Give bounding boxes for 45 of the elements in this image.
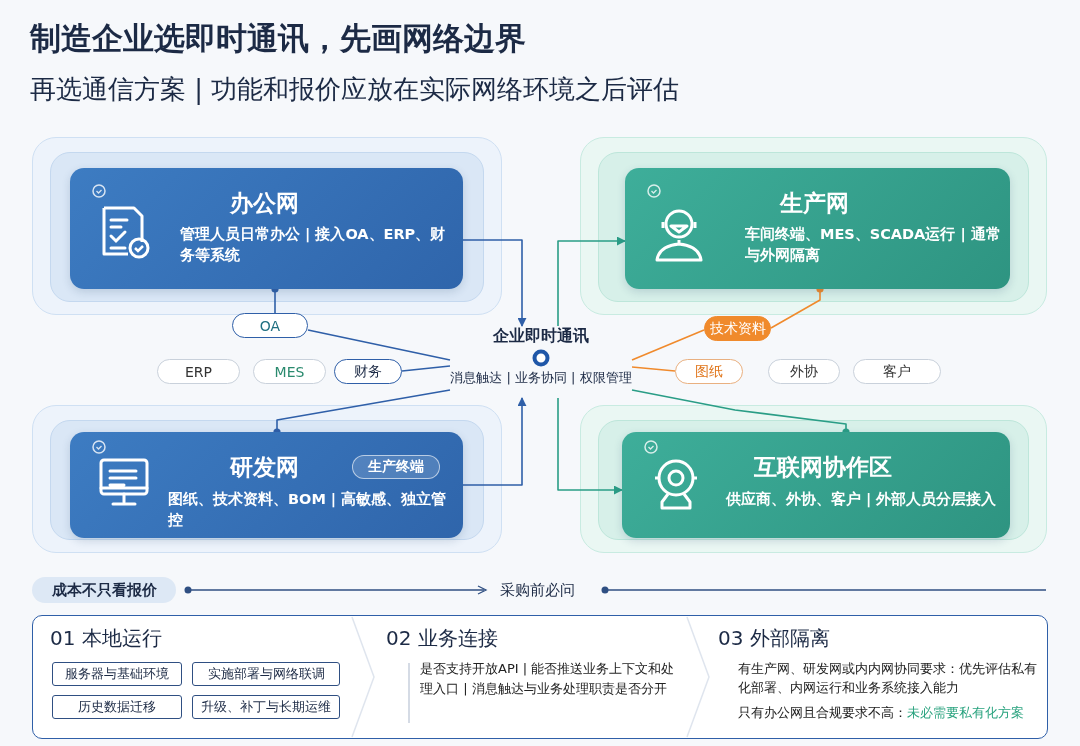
zone-description: 供应商、外协、客户 | 外部人员分层接入	[726, 490, 998, 510]
section-heading: 02 业务连接	[386, 625, 498, 652]
network-zone-card	[622, 432, 1010, 538]
connector-line	[307, 329, 451, 361]
connector-line	[557, 397, 623, 495]
connector-line	[462, 397, 527, 486]
zone-description: 车间终端、MES、SCADA运行 | 通常与外网隔离	[745, 225, 1002, 265]
system-tag: 图纸	[675, 359, 743, 384]
connector-line	[557, 236, 626, 327]
item-tag: 实施部署与网络联调	[192, 662, 340, 686]
zone-title: 研发网	[230, 453, 299, 482]
title: 制造企业选即时通讯，先画网络边界	[30, 19, 526, 58]
step-label: 采购前必问	[500, 581, 575, 600]
zone-description: 图纸、技术资料、BOM | 高敏感、独立管控	[168, 490, 448, 530]
system-tag: MES	[253, 359, 326, 384]
hub-subtitle: 消息触达 | 业务协同 | 权限管理	[450, 369, 632, 387]
system-tag: 客户	[853, 359, 941, 384]
zone-title: 办公网	[230, 189, 299, 218]
section-text: 是否支持开放API | 能否推送业务上下文和处理入口 | 消息触达与业务处理职责是否分开	[420, 660, 675, 698]
connector-line	[462, 239, 527, 327]
network-zone-card	[70, 432, 463, 538]
system-tag: 技术资料	[704, 316, 771, 341]
connector-line	[631, 366, 676, 372]
section-text: 只有办公网且合规要求不高：未必需要私有化方案	[738, 704, 1025, 722]
section-text: 有生产网、研发网或内内网协同要求：优先评估私有化部署、内网运行和业务系统接入能力	[738, 660, 1038, 697]
tag-pill: 生产终端	[352, 455, 440, 479]
item-tag: 历史数据迁移	[52, 695, 182, 719]
connector-line	[631, 329, 705, 361]
network-zone-card	[70, 168, 463, 289]
subtitle: 再选通信方案 | 功能和报价应放在实际网络环境之后评估	[30, 73, 680, 107]
section-heading: 03 外部隔离	[718, 625, 830, 652]
item-tag: 升级、补丁与长期运维	[192, 695, 340, 719]
item-tag: 服务器与基础环境	[52, 662, 182, 686]
zone-title: 互联网协作区	[754, 453, 892, 482]
connector-line	[401, 365, 451, 372]
system-tag: OA	[232, 313, 308, 338]
system-tag: 外协	[768, 359, 840, 384]
zone-title: 生产网	[780, 189, 849, 218]
zone-description: 管理人员日常办公 | 接入OA、ERP、财务等系统	[180, 225, 447, 265]
hub-title: 企业即时通讯	[493, 326, 589, 346]
section-heading: 01 本地运行	[50, 625, 162, 652]
section-tag: 成本不只看报价	[32, 577, 176, 603]
system-tag: 财务	[334, 359, 402, 384]
system-tag: ERP	[157, 359, 240, 384]
network-zone-card	[625, 168, 1010, 289]
